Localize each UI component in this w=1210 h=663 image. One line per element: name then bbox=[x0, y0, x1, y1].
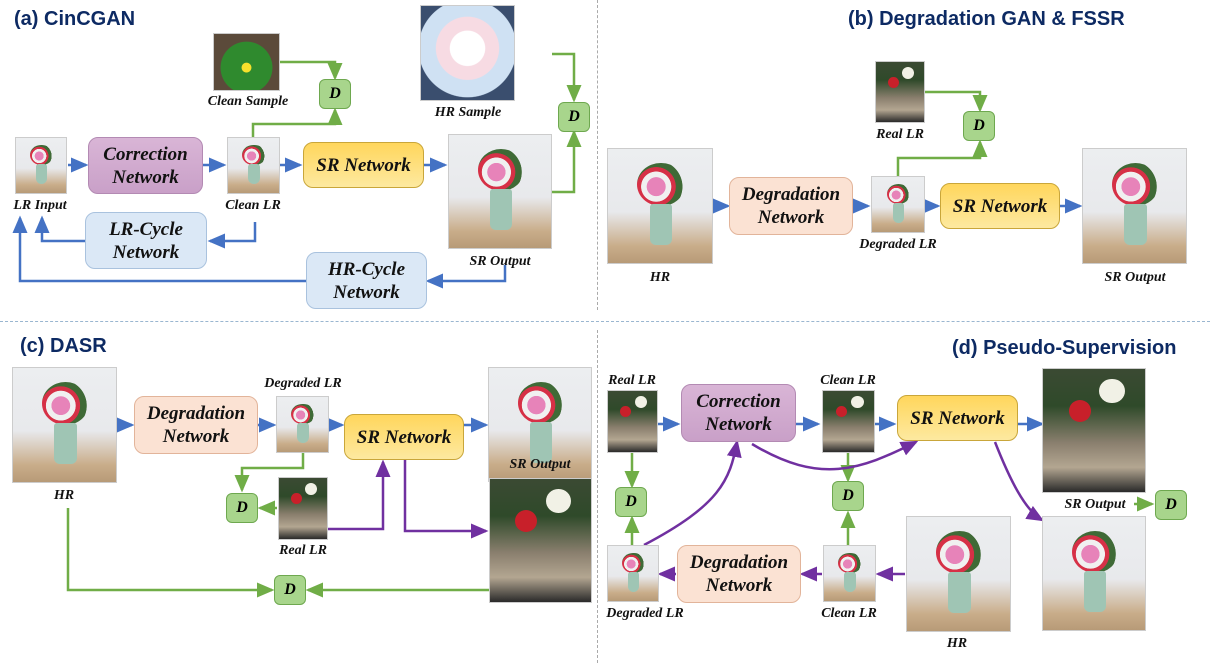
arrow-c-reallr-to-sr bbox=[327, 459, 391, 531]
clean-lr-image-top-d bbox=[822, 390, 875, 453]
correction-network-box-d: Correction Network bbox=[681, 384, 796, 442]
label-lr-input: LR Input bbox=[13, 198, 67, 213]
panel-a-title: (a) CinCGAN bbox=[14, 8, 136, 30]
hr-output-image-d bbox=[1042, 516, 1146, 631]
arrow-c-hr-to-d bbox=[66, 508, 275, 598]
label-sr-output-b: SR Output bbox=[1104, 270, 1166, 285]
arrow-a-lrcycle-to-input bbox=[34, 215, 85, 243]
real-lr-image-b bbox=[875, 61, 925, 123]
discriminator-a1: D bbox=[319, 79, 351, 109]
discriminator-d1: D bbox=[615, 487, 647, 517]
degraded-lr-image-b bbox=[871, 176, 925, 233]
label-hr-d: HR bbox=[946, 636, 968, 651]
discriminator-c2: D bbox=[274, 575, 306, 605]
panel-b-title: (b) Degradation GAN & FSSR bbox=[848, 8, 1125, 30]
label-degraded-lr-b: Degraded LR bbox=[859, 237, 937, 252]
degradation-network-box-b: Degradation Network bbox=[729, 177, 853, 235]
clean-lr-image-bottom-d bbox=[823, 545, 876, 602]
vertical-separator-bottom bbox=[597, 330, 598, 663]
label-clean-lr-top-d: Clean LR bbox=[820, 373, 876, 388]
arrow-a-sroutput-to-d bbox=[552, 129, 582, 194]
correction-network-box: Correction Network bbox=[88, 137, 203, 194]
hr-cycle-network-box: HR-Cycle Network bbox=[306, 252, 427, 309]
discriminator-d2: D bbox=[832, 481, 864, 511]
hr-image-b bbox=[607, 148, 713, 264]
label-sr-output-c: SR Output bbox=[509, 457, 571, 472]
sr-network-box-b: SR Network bbox=[940, 183, 1060, 229]
label-clean-lr: Clean LR bbox=[225, 198, 281, 213]
label-clean-sample: Clean Sample bbox=[207, 94, 289, 109]
arrow-a-cleanlr-to-d bbox=[251, 107, 343, 137]
label-clean-lr-bottom-d: Clean LR bbox=[821, 606, 877, 621]
label-real-lr-c: Real LR bbox=[279, 543, 327, 558]
arrow-b-degradedlr-to-d bbox=[896, 139, 988, 176]
arrow-c-degradedlr-to-d bbox=[234, 453, 305, 493]
discriminator-c1: D bbox=[226, 493, 258, 523]
label-real-lr-b: Real LR bbox=[876, 127, 924, 142]
degraded-lr-image-d bbox=[607, 545, 659, 602]
arrow-a-cleansample-to-d bbox=[280, 60, 343, 81]
sr-network-box-a: SR Network bbox=[303, 142, 424, 188]
sr-output-image-d bbox=[1042, 368, 1146, 493]
hr-sample-image bbox=[420, 5, 515, 101]
real-lr-image-c bbox=[278, 477, 328, 540]
sr-output-image-b bbox=[1082, 148, 1187, 264]
label-hr-c: HR bbox=[53, 488, 75, 503]
label-sr-output-d: SR Output bbox=[1064, 497, 1126, 512]
sr-network-box-d: SR Network bbox=[897, 395, 1018, 441]
panel-d-title: (d) Pseudo-Supervision bbox=[952, 337, 1177, 359]
discriminator-d3: D bbox=[1155, 490, 1187, 520]
discriminator-a2: D bbox=[558, 102, 590, 132]
label-hr-sample: HR Sample bbox=[434, 105, 502, 120]
label-degraded-lr-c: Degraded LR bbox=[264, 376, 342, 391]
arrow-a-output-to-hrcycle bbox=[425, 265, 507, 289]
label-sr-output-a: SR Output bbox=[469, 254, 531, 269]
arrow-b-reallr-to-d bbox=[925, 90, 988, 113]
arrow-a-hrsample-to-d bbox=[552, 52, 582, 103]
hr-image-d bbox=[906, 516, 1011, 632]
clean-sample-image bbox=[213, 33, 280, 91]
arrow-d-sr-to-hroutput bbox=[993, 441, 1045, 522]
label-hr-b: HR bbox=[649, 270, 671, 285]
horizontal-separator bbox=[0, 321, 1210, 322]
arrow-d-degradedlr-to-correction bbox=[643, 439, 742, 547]
clean-lr-image bbox=[227, 137, 280, 194]
degradation-network-box-d: Degradation Network bbox=[677, 545, 801, 603]
degradation-network-box-c: Degradation Network bbox=[134, 396, 258, 454]
real-lr-image-d bbox=[607, 390, 658, 453]
sr-output-image-c bbox=[488, 367, 592, 482]
sr-output-image-a bbox=[448, 134, 552, 249]
arrow-a-clean-to-lrcycle bbox=[207, 222, 257, 249]
hr-image-c bbox=[12, 367, 117, 483]
arrow-c-sr-to-output2 bbox=[403, 460, 489, 539]
sr-network-box-c: SR Network bbox=[344, 414, 464, 460]
panel-c-title: (c) DASR bbox=[20, 335, 107, 357]
vertical-separator-top bbox=[597, 0, 598, 310]
arrow-a-hrcycle-to-input bbox=[12, 215, 306, 283]
lr-cycle-network-box: LR-Cycle Network bbox=[85, 212, 207, 269]
degraded-lr-image-c bbox=[276, 396, 329, 453]
lr-input-image bbox=[15, 137, 67, 194]
discriminator-b: D bbox=[963, 111, 995, 141]
label-degraded-lr-d: Degraded LR bbox=[606, 606, 684, 621]
arrow-d-correction-to-sr bbox=[751, 440, 919, 471]
real-hr-output-image-c bbox=[489, 478, 592, 603]
label-real-lr-d: Real LR bbox=[608, 373, 656, 388]
